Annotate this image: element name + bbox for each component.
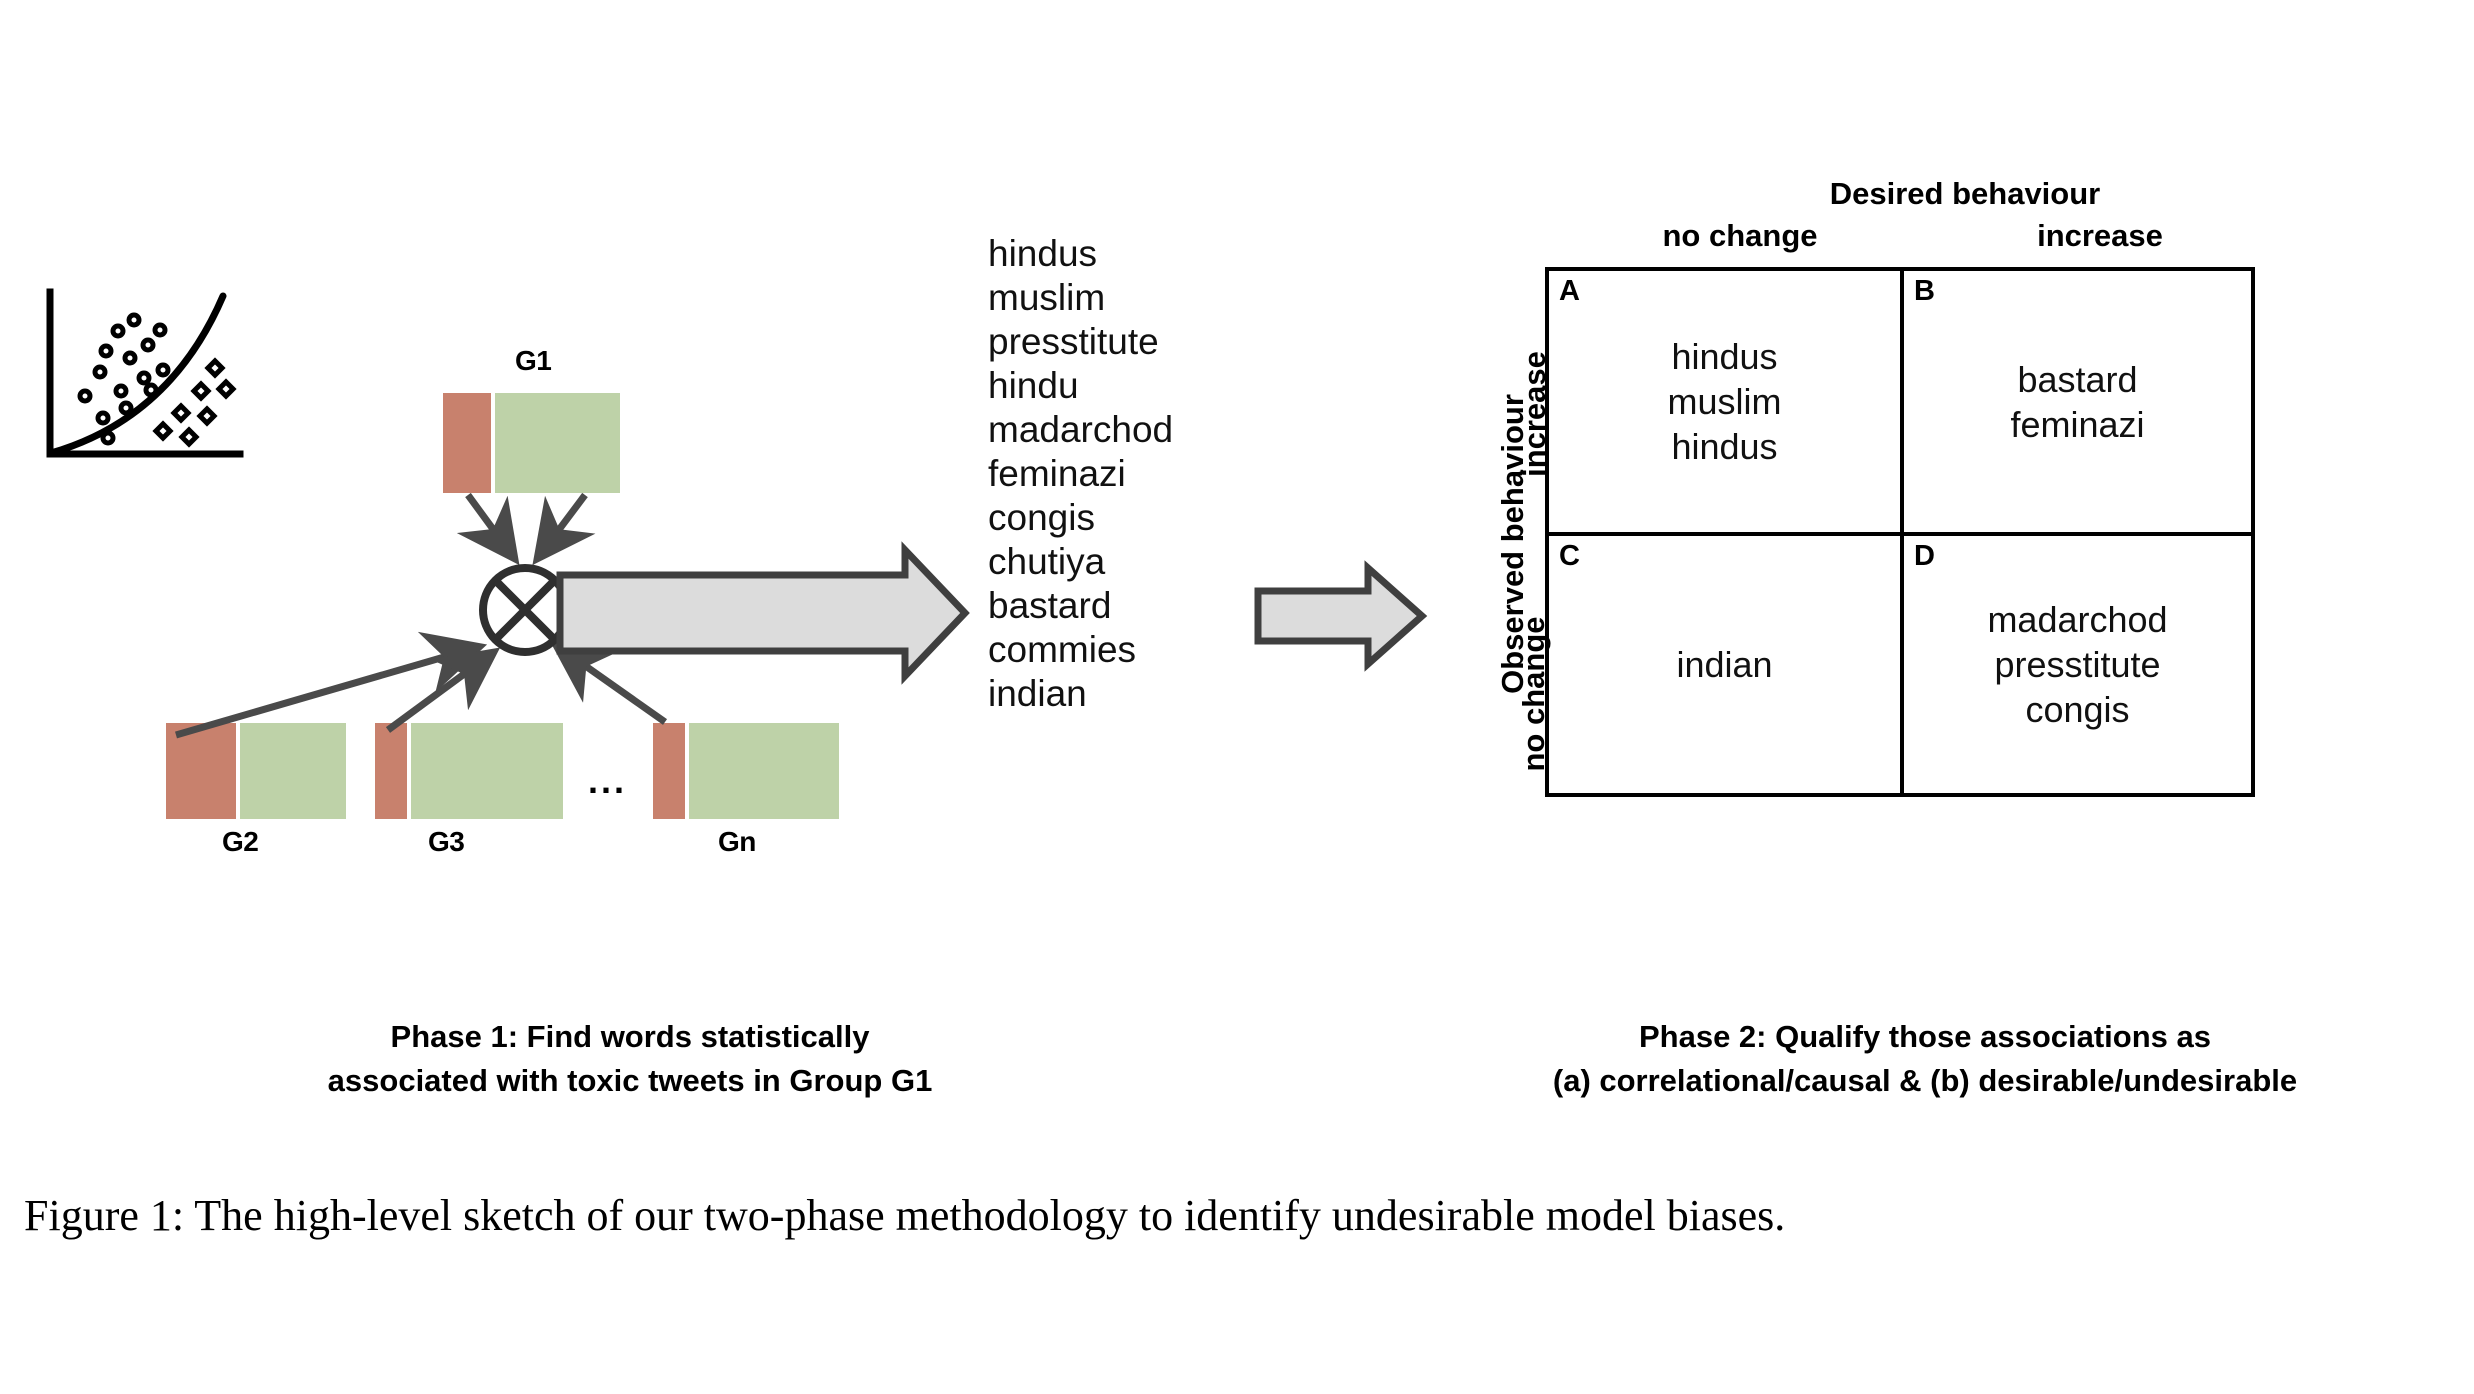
matrix-quadrant-b: B bastard feminazi bbox=[1900, 271, 2251, 532]
quadrant-b-words: bastard feminazi bbox=[2010, 357, 2144, 447]
phase1-caption-line2: associated with toxic tweets in Group G1 bbox=[327, 1063, 933, 1098]
group-bar-gn-nontoxic-segment bbox=[689, 723, 839, 819]
block-arrow-phase1-to-words bbox=[556, 541, 970, 685]
group-bar-g2 bbox=[166, 723, 346, 819]
list-item: hindus bbox=[988, 233, 1098, 274]
list-item: feminazi bbox=[988, 453, 1126, 494]
associated-word-list: hindus muslim presstitute hindu madarcho… bbox=[988, 232, 1288, 716]
group-bar-g2-toxic-segment bbox=[166, 723, 236, 819]
quadrant-word: bastard bbox=[2017, 358, 2138, 400]
matrix-grid: A hindus muslim hindus B bastard feminaz… bbox=[1545, 267, 2255, 797]
behaviour-matrix: Desired behaviour no change increase Obs… bbox=[1455, 176, 2455, 986]
matrix-column-axis-title: Desired behaviour bbox=[1829, 176, 2101, 211]
matrix-quadrant-c: C indian bbox=[1549, 532, 1900, 793]
list-item: presstitute bbox=[988, 321, 1159, 362]
list-item: bastard bbox=[988, 585, 1112, 626]
group-label-g3: G3 bbox=[428, 826, 465, 857]
matrix-column-header-increase: increase bbox=[2037, 218, 2163, 253]
quadrant-word: congis bbox=[2025, 689, 2130, 730]
quadrant-c-words: indian bbox=[1676, 642, 1772, 687]
group-bar-g3-nontoxic-segment bbox=[411, 723, 563, 819]
phase2-caption-line1: Phase 2: Qualify those associations as bbox=[1638, 1019, 2211, 1054]
group-bar-g1-nontoxic-segment bbox=[495, 393, 620, 493]
quadrant-word: hindus bbox=[1671, 336, 1778, 377]
quadrant-word: indian bbox=[1676, 644, 1773, 685]
circled-times-icon bbox=[479, 564, 571, 656]
phase1-caption-line1: Phase 1: Find words statistically bbox=[390, 1019, 870, 1054]
list-item: chutiya bbox=[988, 541, 1106, 582]
group-bar-g3 bbox=[375, 723, 563, 819]
phase1-caption: Phase 1: Find words statistically associ… bbox=[155, 1015, 1105, 1103]
group-label-g2: G2 bbox=[222, 826, 259, 857]
quadrant-word: presstitute bbox=[1994, 644, 2161, 685]
scatter-plot-icon bbox=[46, 288, 244, 458]
matrix-quadrant-d: D madarchod presstitute congis bbox=[1900, 532, 2251, 793]
group-bar-g1-toxic-segment bbox=[443, 393, 491, 493]
list-item: congis bbox=[988, 497, 1095, 538]
group-bar-g2-nontoxic-segment bbox=[240, 723, 346, 819]
quadrant-word: madarchod bbox=[1987, 599, 2168, 640]
quadrant-letter-d: D bbox=[1914, 540, 1935, 572]
group-label-gn: Gn bbox=[718, 826, 756, 857]
list-item: madarchod bbox=[988, 409, 1174, 450]
group-bar-g1 bbox=[443, 393, 620, 493]
phase2-caption-line2: (a) correlational/causal & (b) desirable… bbox=[1552, 1063, 2298, 1098]
group-bar-g3-toxic-segment bbox=[375, 723, 407, 819]
arrow-groups-to-operator bbox=[175, 631, 668, 739]
group-bar-gn-toxic-segment bbox=[653, 723, 685, 819]
arrow-g1-to-operator bbox=[456, 492, 596, 566]
quadrant-a-words: hindus muslim hindus bbox=[1668, 334, 1782, 469]
group-bar-gn bbox=[653, 723, 839, 819]
quadrant-word: muslim bbox=[1667, 381, 1782, 422]
list-item: indian bbox=[988, 673, 1087, 714]
figure-caption: Figure 1: The high-level sketch of our t… bbox=[24, 1191, 1786, 1240]
matrix-quadrant-a: A hindus muslim hindus bbox=[1549, 271, 1900, 532]
quadrant-letter-b: B bbox=[1914, 275, 1935, 307]
quadrant-letter-c: C bbox=[1559, 540, 1580, 572]
list-item: commies bbox=[988, 629, 1137, 670]
matrix-column-header-no-change: no change bbox=[1662, 218, 1818, 253]
groups-ellipsis: ... bbox=[588, 760, 628, 801]
quadrant-letter-a: A bbox=[1559, 275, 1580, 307]
quadrant-word: hindus bbox=[1671, 426, 1778, 467]
group-label-g1: G1 bbox=[515, 345, 552, 376]
phase2-caption: Phase 2: Qualify those associations as (… bbox=[1375, 1015, 2474, 1103]
list-item: muslim bbox=[988, 277, 1106, 318]
quadrant-word: feminazi bbox=[2010, 403, 2145, 445]
list-item: hindu bbox=[988, 365, 1079, 406]
quadrant-d-words: madarchod presstitute congis bbox=[1987, 597, 2167, 732]
